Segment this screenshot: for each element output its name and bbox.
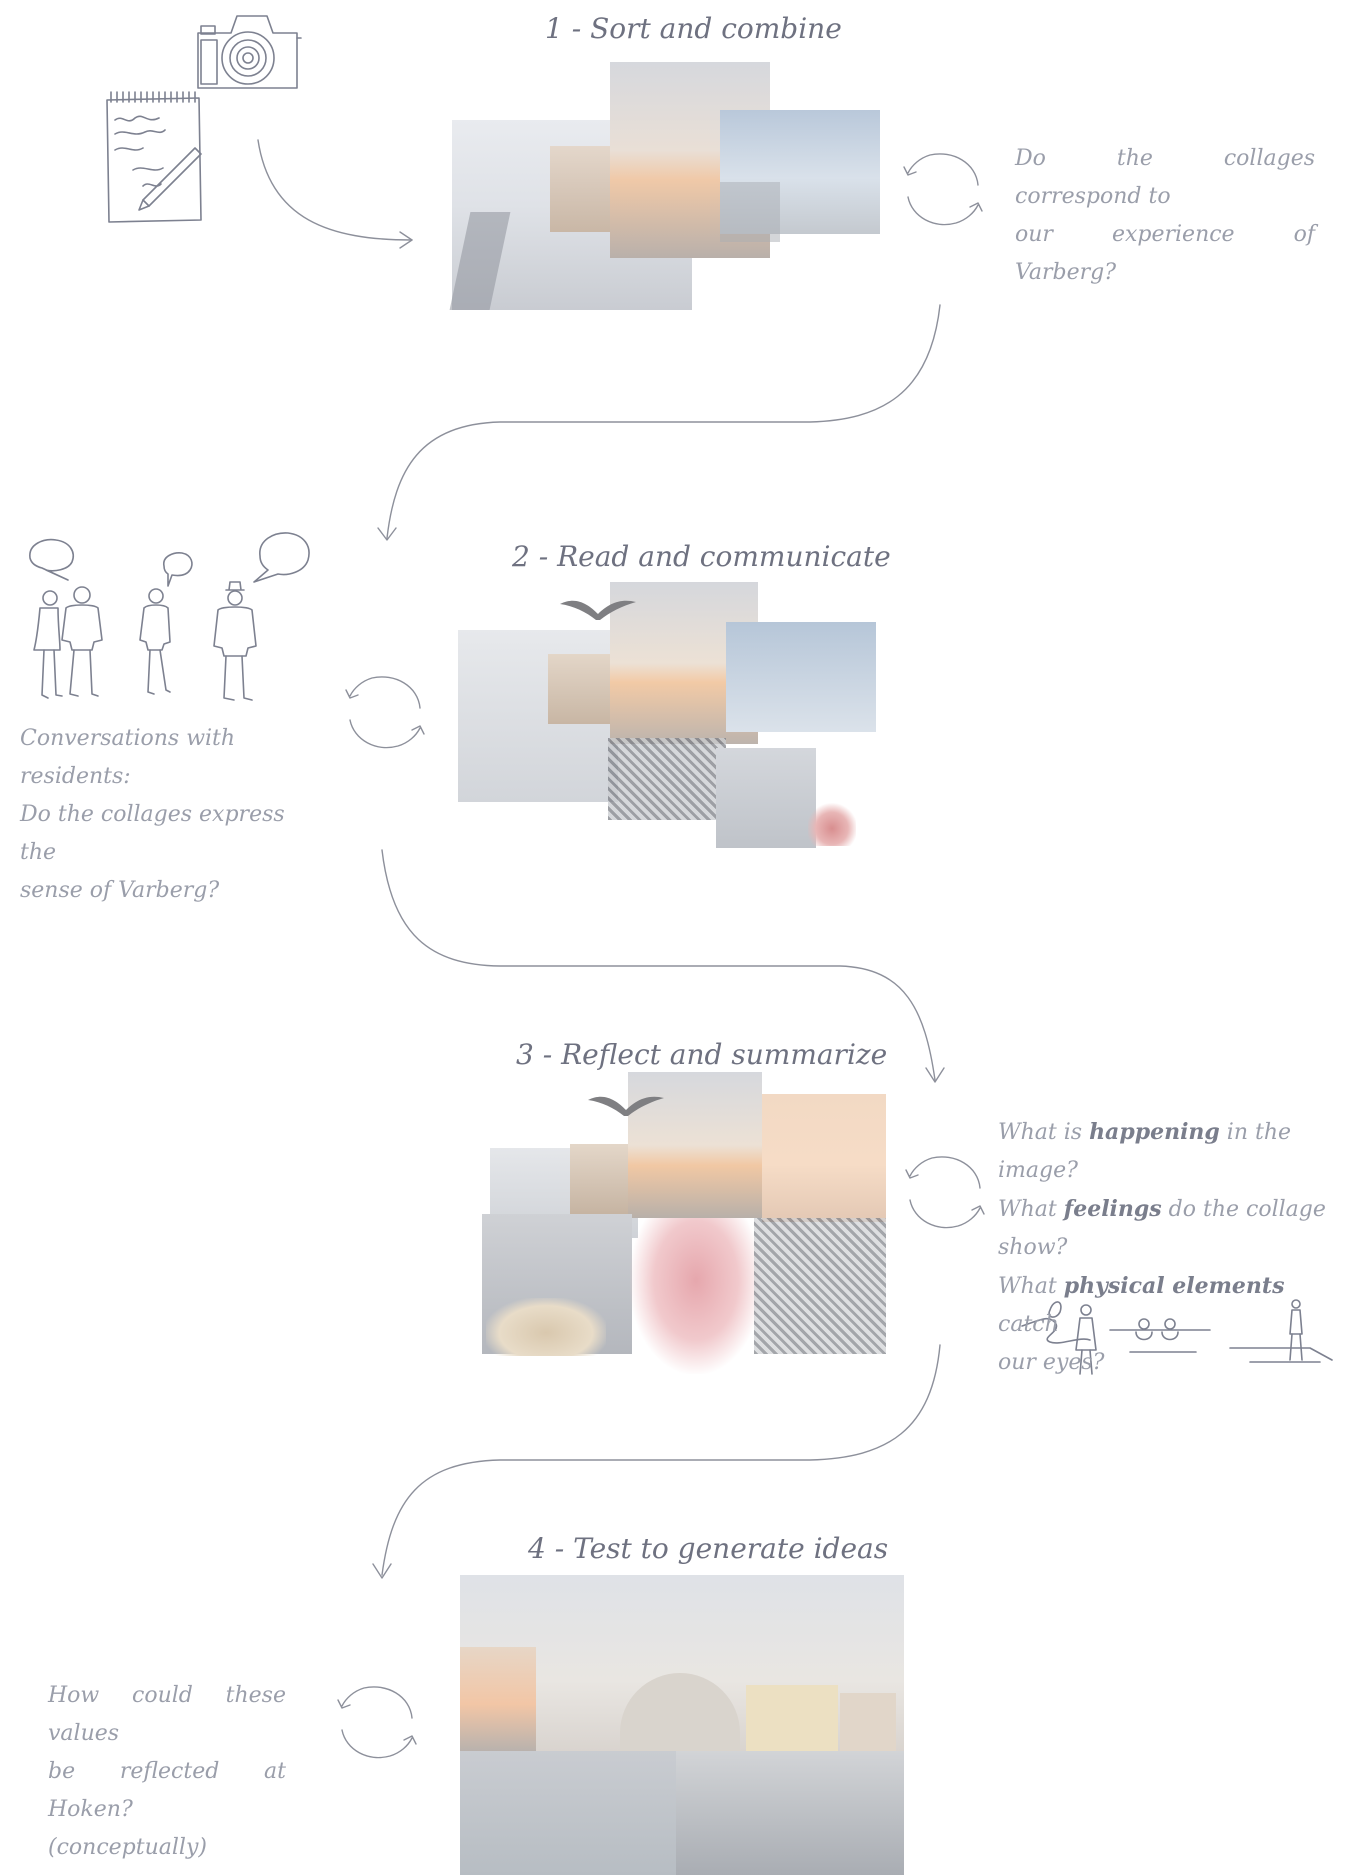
cycle-arrows-icon <box>898 145 988 235</box>
note-line: our experience of Varberg? <box>1015 216 1315 292</box>
cycle-arrows-icon <box>332 1678 422 1768</box>
collage-step1 <box>452 62 882 312</box>
collage-photo <box>746 1685 838 1751</box>
note-line: our eyes? <box>998 1344 1348 1382</box>
collage-photo <box>486 1298 606 1356</box>
collage-photo <box>716 748 816 848</box>
seagull-icon <box>558 590 638 630</box>
note-line: What is happening in the image? <box>998 1113 1348 1190</box>
step-title: 4 - Test to generate ideas <box>528 1532 888 1565</box>
step-title: 3 - Reflect and summarize <box>516 1038 887 1071</box>
notebook-icon <box>103 90 208 225</box>
note-line: Do the collages correspond to <box>1015 140 1315 216</box>
cycle-arrows-icon <box>340 668 430 758</box>
seagull-icon <box>586 1086 666 1126</box>
collage-photo <box>676 1751 904 1875</box>
emphasis: physical elements <box>1064 1273 1285 1299</box>
note-line: Conversations with residents: <box>20 720 320 796</box>
note-line: What feelings do the collage show? <box>998 1190 1348 1267</box>
collage-photo <box>726 622 876 732</box>
collage-photo <box>608 738 726 820</box>
speech-bubble-icon <box>24 536 79 581</box>
note-step4: How could these values be reflected at H… <box>48 1677 286 1867</box>
collage-photo <box>808 802 856 846</box>
collage-photo <box>460 1751 676 1875</box>
collage-photo <box>840 1693 896 1751</box>
collage-photo <box>762 1094 886 1222</box>
collage-photo <box>720 182 780 242</box>
collage-step4 <box>460 1575 904 1875</box>
note-line: How could these values <box>48 1677 286 1753</box>
step-title: 1 - Sort and combine <box>545 12 842 45</box>
speech-bubble-icon <box>250 530 315 585</box>
note-step1: Do the collages correspond to our experi… <box>1015 140 1315 292</box>
note-step3: What is happening in the image? What fee… <box>998 1113 1348 1382</box>
collage-photo <box>754 1218 886 1354</box>
connector-step1-to-step2 <box>387 305 940 538</box>
collage-photo <box>630 1218 762 1374</box>
note-line: sense of Varberg? <box>20 872 320 910</box>
note-line: What physical elements catch <box>998 1267 1348 1344</box>
collage-step2 <box>458 582 878 850</box>
connector-notebook-to-step1 <box>258 140 412 240</box>
note-line: be reflected at Hoken? <box>48 1753 286 1829</box>
step-title: 2 - Read and communicate <box>512 540 891 573</box>
people-walking-icon <box>30 580 260 705</box>
cycle-arrows-icon <box>900 1148 990 1238</box>
emphasis: feelings <box>1064 1196 1162 1222</box>
collage-step3 <box>482 1068 890 1378</box>
note-line: (conceptually) <box>48 1829 286 1867</box>
note-step2: Conversations with residents: Do the col… <box>20 720 320 910</box>
collage-photo <box>460 1647 536 1751</box>
emphasis: happening <box>1089 1119 1220 1145</box>
note-line: Do the collages express the <box>20 796 320 872</box>
camera-icon <box>193 8 303 93</box>
